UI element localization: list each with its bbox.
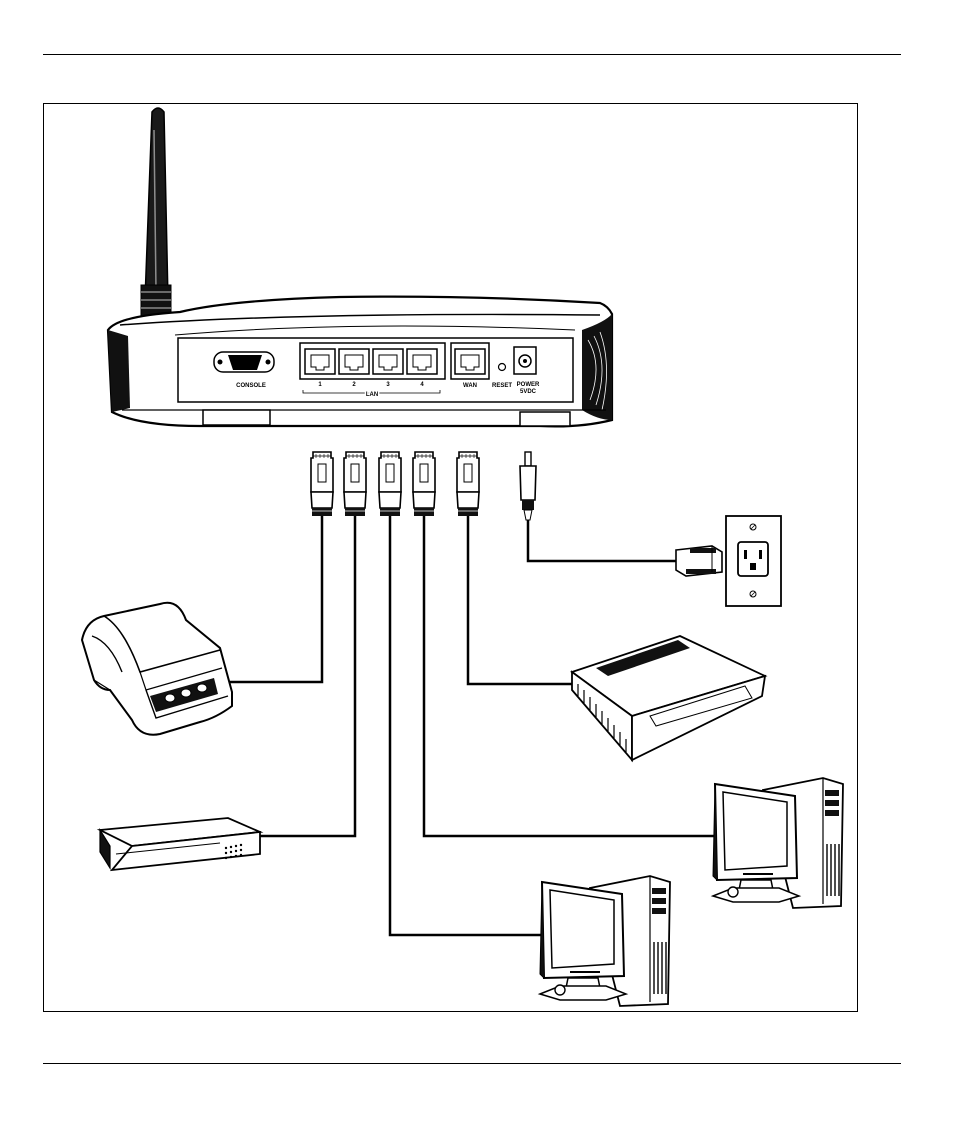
lan-port-4 [407,349,437,374]
lan-plug-4 [413,452,435,516]
network-switch [100,818,260,870]
cable-computer-lower [390,516,553,935]
computer-upper [713,778,843,908]
lan-port-1 [305,349,335,374]
lan-label: LAN [366,392,378,398]
reset-label: RESET [492,383,512,389]
power-voltage-label: 5VDC [520,389,537,395]
power-plug [520,452,536,520]
wan-plug [457,452,479,516]
power-label: POWER [517,382,540,388]
router: CONSOLE 1 2 3 4 LAN WAN [108,108,612,426]
power-adapter [676,546,722,576]
computer-lower [540,876,670,1006]
footer-rule [43,1063,901,1064]
cable-printer [225,516,322,682]
lan-port-3 [373,349,403,374]
lan-plug-2 [344,452,366,516]
lan-plug-1 [311,452,333,516]
cable-power [528,520,676,561]
power-jack [514,347,536,374]
console-label: CONSOLE [236,383,266,389]
printer [82,603,232,735]
console-port [214,352,274,372]
wall-outlet [726,516,781,606]
cable-modem [468,516,572,684]
modem [572,636,765,760]
wan-label: WAN [463,383,477,389]
lan-plug-3 [379,452,401,516]
wan-port [451,343,489,379]
reset-button [499,364,506,371]
lan-port-2 [339,349,369,374]
cable-switch [258,516,355,836]
